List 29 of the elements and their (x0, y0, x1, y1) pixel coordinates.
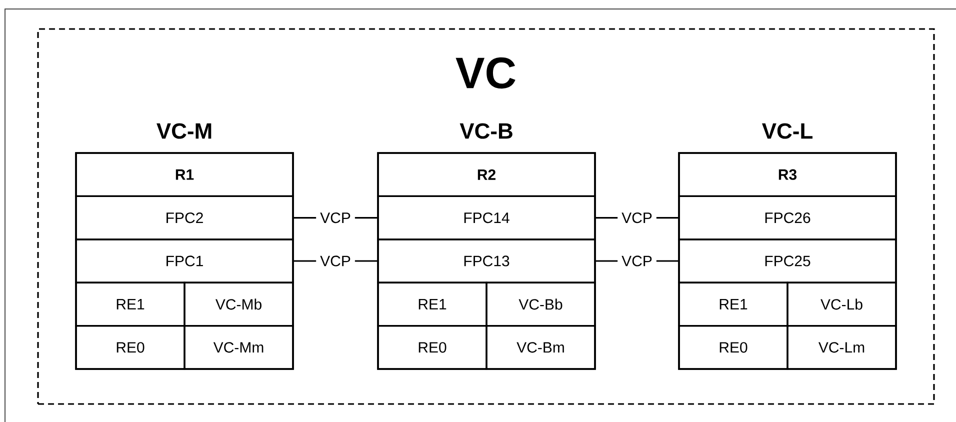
table-cell: FPC2 (75, 195, 294, 240)
table-cell: FPC14 (377, 195, 596, 240)
chassis-heading: VC-B (460, 123, 512, 139)
table-cell: VC-Bb (486, 282, 596, 327)
edge-label: VCP (618, 252, 656, 270)
table-cell: RE1 (678, 282, 788, 327)
table-cell: FPC25 (678, 238, 897, 284)
table-cell: R2 (377, 152, 596, 197)
title: VC (456, 57, 516, 89)
table-cell: R3 (678, 152, 897, 197)
table-cell: FPC13 (377, 238, 596, 284)
edge-label: VCP (316, 208, 355, 228)
table-cell: RE1 (377, 282, 488, 327)
table-cell: FPC26 (678, 195, 897, 240)
table-cell: RE1 (75, 282, 186, 327)
table-cell: VC-Lb (786, 282, 897, 327)
edge-label: VCP (618, 208, 656, 228)
table-cell: VC-Mm (184, 325, 294, 370)
chassis-heading: VC-M (156, 123, 212, 139)
table-cell: RE0 (678, 325, 788, 370)
table-cell: VC-Lm (786, 325, 897, 370)
chassis-heading: VC-L (762, 123, 812, 139)
table-cell: RE0 (75, 325, 186, 370)
edge-label: VCP (316, 252, 355, 270)
table-cell: VC-Bm (486, 325, 596, 370)
table-cell: FPC1 (75, 238, 294, 284)
table-cell: VC-Mb (184, 282, 294, 327)
table-cell: R1 (75, 152, 294, 197)
table-cell: RE0 (377, 325, 488, 370)
